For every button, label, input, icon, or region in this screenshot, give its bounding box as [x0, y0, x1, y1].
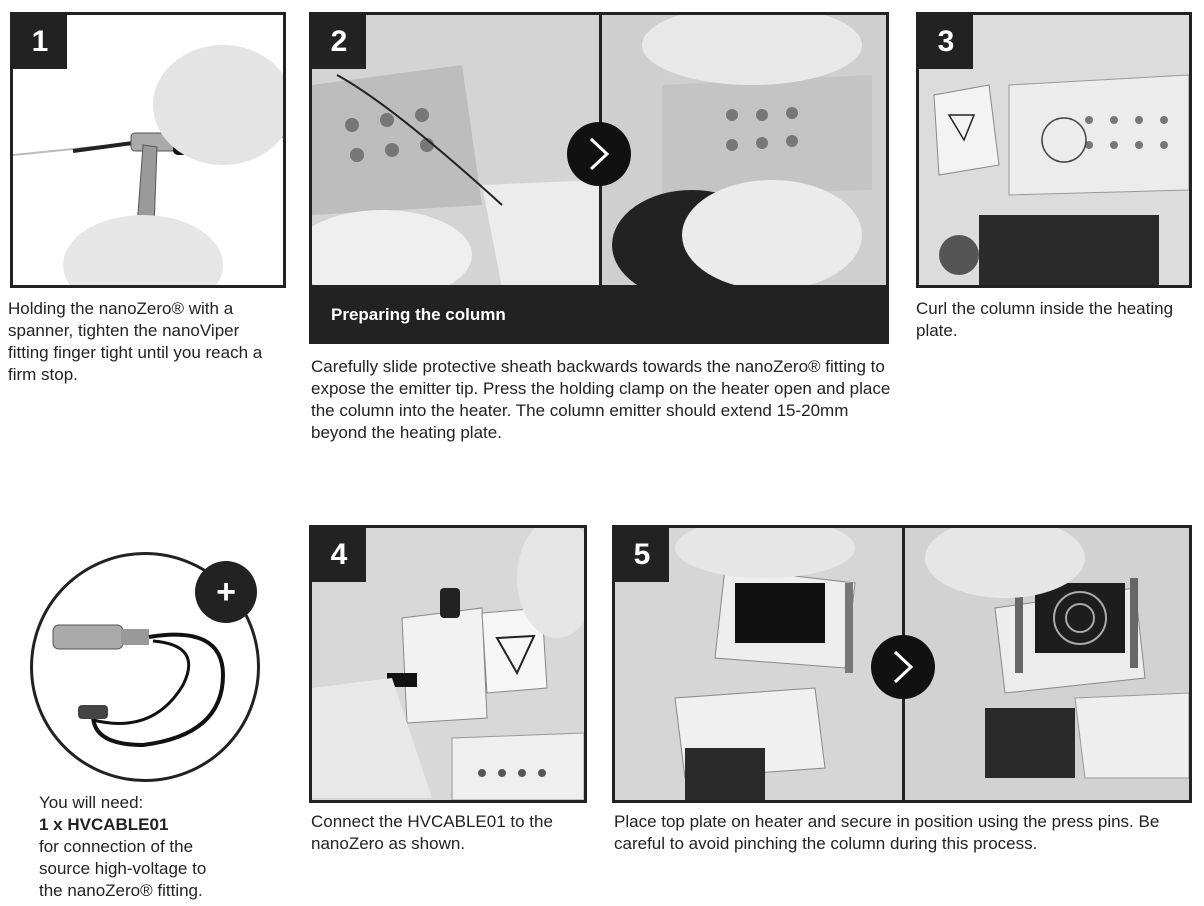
step-4-photo: 4 [309, 525, 587, 803]
required-desc-2: source high-voltage to [39, 859, 207, 878]
step-3-photo: 3 [916, 12, 1192, 288]
chevron-right-icon [589, 137, 610, 171]
step-2-banner: Preparing the column [309, 286, 889, 344]
step-2-photo: 2 [309, 12, 889, 288]
step-4-number: 4 [312, 528, 366, 582]
hv-cable-icon [52, 624, 226, 748]
step-5-caption: Place top plate on heater and secure in … [614, 812, 1160, 853]
required-label: You will need: [39, 793, 144, 812]
next-arrow-button[interactable] [567, 122, 631, 186]
step-5-number: 5 [615, 528, 669, 582]
required-desc-1: for connection of the [39, 837, 194, 856]
required-items: You will need: 1 x HVCABLE01 for connect… [39, 792, 279, 902]
step-2-caption: Carefully slide protective sheath backwa… [311, 357, 891, 442]
step-4-caption: Connect the HVCABLE01 to the nanoZero as… [311, 812, 553, 853]
spanner-tightening-illustration [13, 15, 283, 285]
column-placement-photo [602, 15, 886, 285]
step-2-number: 2 [312, 15, 366, 69]
required-part: 1 x HVCABLE01 [39, 815, 169, 834]
press-pins-photo [905, 528, 1189, 800]
step-3-number: 3 [919, 15, 973, 69]
chevron-right-icon [893, 650, 914, 684]
plus-badge: + [195, 561, 257, 623]
step-1-photo: 1 [10, 12, 286, 288]
required-desc-3: the nanoZero® fitting. [39, 881, 203, 900]
next-arrow-button[interactable] [871, 635, 935, 699]
step-3-caption: Curl the column inside the heating plate… [916, 299, 1174, 340]
step-5-photo: 5 [612, 525, 1192, 803]
step-1-caption: Holding the nanoZero® with a spanner, ti… [8, 299, 263, 384]
step-1-number: 1 [13, 15, 67, 69]
plus-icon: + [216, 572, 236, 611]
